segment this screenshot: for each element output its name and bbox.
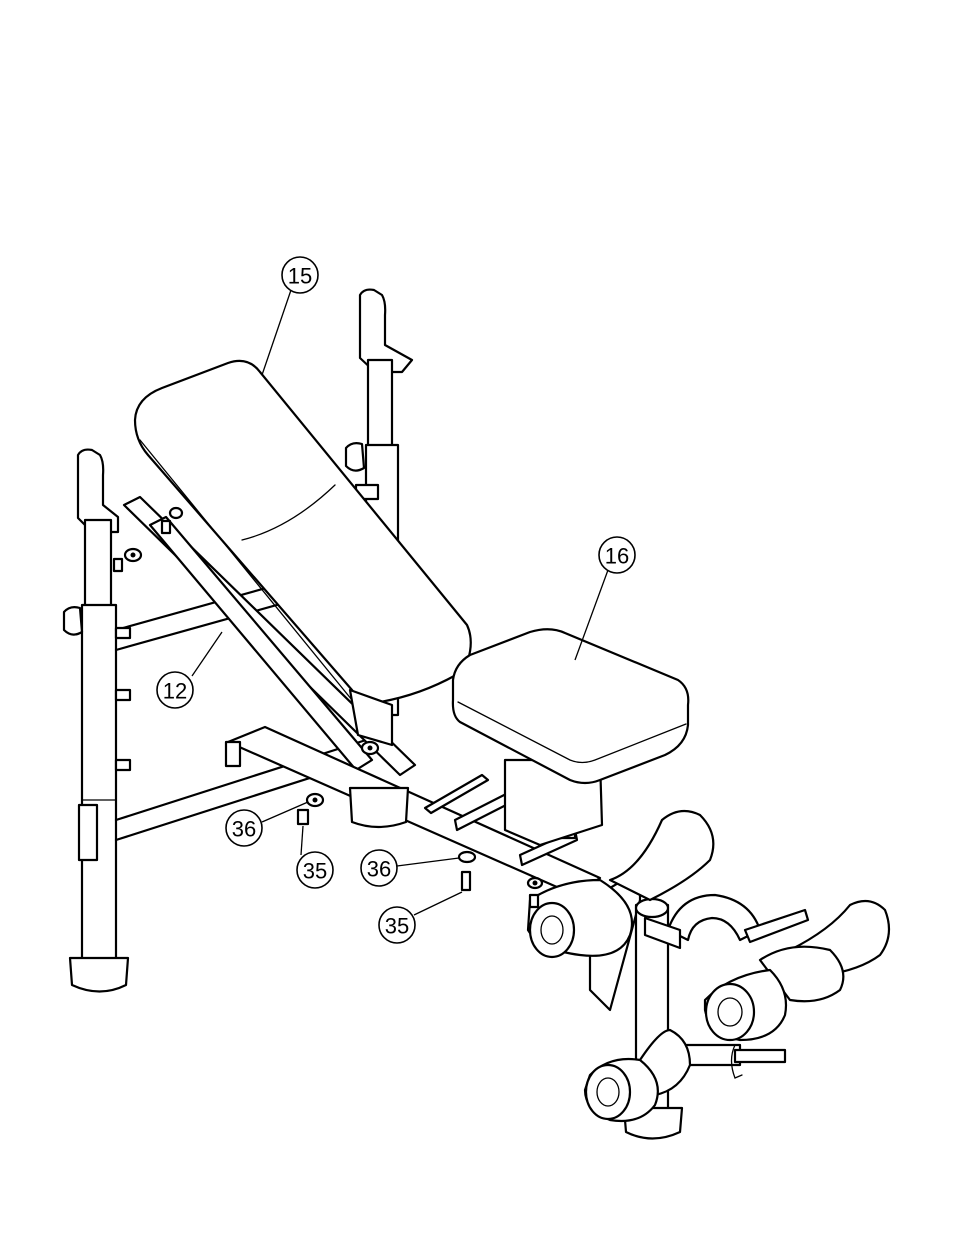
callout-15: 15 [282,257,318,293]
callout-16: 16 [599,537,635,573]
washer-36-right [459,852,475,862]
callout-36-left-label: 36 [232,817,256,842]
bolt-35-right [462,872,470,890]
callout-16-label: 16 [605,544,629,569]
callout-35-left-label: 35 [303,859,327,884]
callout-12: 12 [157,672,193,708]
callout-15-label: 15 [288,264,312,289]
callout-12-label: 12 [163,679,187,704]
callout-36-right-label: 36 [367,857,391,882]
callout-35-right-label: 35 [385,914,409,939]
callout-35-right: 35 [379,907,415,943]
callout-35-left: 35 [297,852,333,888]
callout-36-right: 36 [361,850,397,886]
foam-rollers [528,811,889,1121]
bolt-35-left [298,810,308,824]
left-upright [64,450,128,992]
callout-36-left: 36 [226,810,262,846]
